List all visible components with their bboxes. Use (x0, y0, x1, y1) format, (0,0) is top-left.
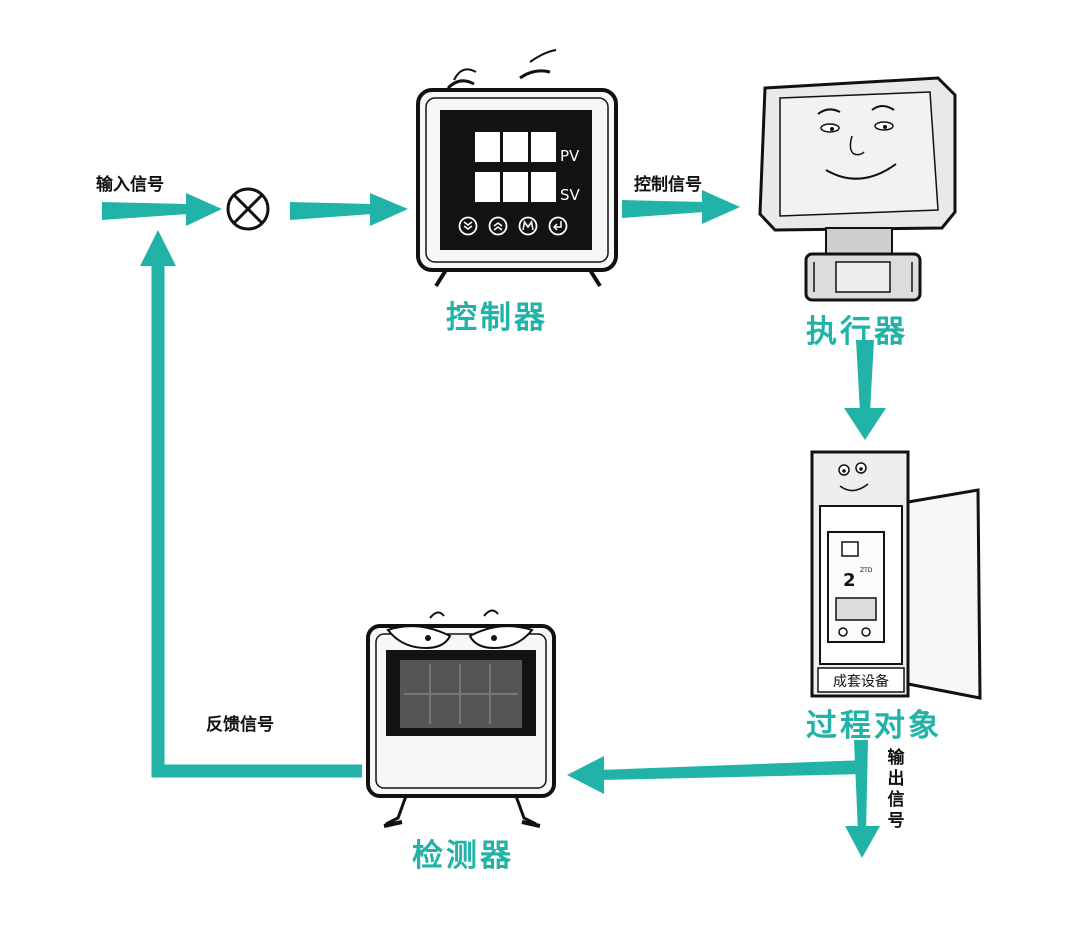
process-title: 过程对象 (806, 708, 942, 744)
arrow-actuator-to-process (844, 340, 886, 440)
input-signal-label: 输入信号 (96, 175, 164, 195)
detector-title: 检测器 (412, 838, 514, 874)
controller-title: 控制器 (446, 300, 548, 336)
controller-device: PV SV (416, 49, 618, 288)
detector-glasses-icon (386, 625, 534, 650)
pv-display (475, 132, 556, 162)
summing-junction-icon (226, 187, 270, 231)
cabinet-face-icon (838, 462, 869, 492)
actuator-device (758, 76, 957, 302)
arrow-input (102, 193, 222, 226)
control-signal-label: 控制信号 (634, 175, 702, 195)
arrow-to-controller (290, 193, 408, 226)
process-cabinet: 2 ZTD 成套设备 (810, 450, 982, 700)
arrow-feedback (140, 230, 362, 778)
output-signal-label: 输出信号 (887, 748, 905, 831)
enter-icon (548, 216, 568, 236)
up-chevron-icon (488, 216, 508, 236)
mode-m-icon (518, 216, 538, 236)
arrow-control-signal (622, 190, 740, 224)
actuator-title: 执行器 (806, 314, 908, 350)
down-chevron-icon (458, 216, 478, 236)
pv-label: PV (560, 147, 580, 165)
arrow-output (845, 740, 880, 858)
detector-device (366, 609, 556, 828)
breaker-number: 2 (843, 570, 856, 591)
arrow-process-to-detector (567, 756, 866, 794)
circuit-breaker: 2 ZTD (827, 531, 885, 643)
sv-label: SV (560, 186, 581, 204)
breaker-brand: ZTD (860, 567, 873, 574)
cabinet-label: 成套设备 (833, 673, 889, 690)
face-icon (817, 105, 897, 180)
feedback-signal-label: 反馈信号 (206, 715, 274, 735)
sv-display (475, 172, 556, 202)
